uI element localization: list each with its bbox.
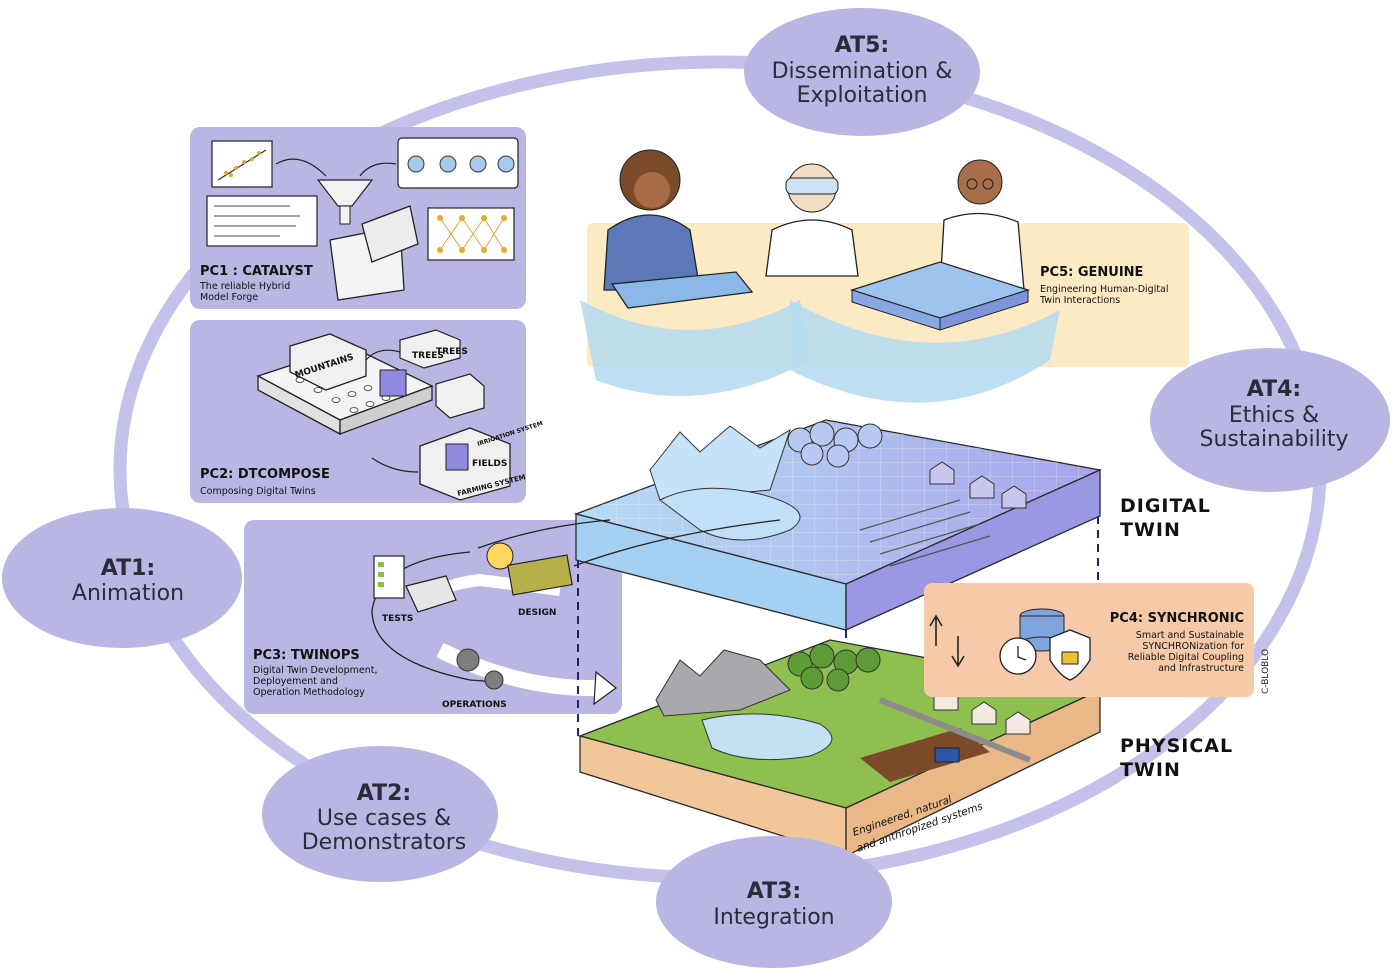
at5-line2: Exploitation (797, 83, 928, 108)
at4-line2: Sustainability (1200, 427, 1349, 452)
at5-bubble[interactable]: AT5: Dissemination & Exploitation (744, 8, 980, 136)
pc2-card[interactable]: MOUNTAINS TREES TREES FIELDS IRRIGATION … (190, 320, 544, 503)
at5-line1: Dissemination & (772, 59, 953, 84)
at4-bubble[interactable]: AT4: Ethics & Sustainability (1150, 348, 1390, 492)
at3-code: AT3: (747, 879, 801, 904)
pc5-desc-line1: Engineering Human-Digital (1040, 284, 1169, 295)
pc4-desc-line1: Smart and Sustainable (1136, 630, 1244, 641)
pc5-card[interactable]: PC5: GENUINE Engineering Human-Digital T… (580, 149, 1189, 403)
digital-twin-label-line2: TWIN (1120, 519, 1181, 541)
signature: C-BLOBLO (1261, 649, 1271, 694)
at2-line1: Use cases & (317, 806, 451, 831)
pc4-desc-line2: SYNCHRONization for (1142, 641, 1244, 652)
at2-bubble[interactable]: AT2: Use cases & Demonstrators (262, 746, 498, 882)
pc1-desc-line1: The reliable Hybrid (199, 281, 290, 292)
pc5-desc-line2: Twin Interactions (1039, 295, 1120, 306)
pc5-title: PC5: GENUINE (1040, 265, 1143, 280)
pc2-desc-line1: Composing Digital Twins (200, 486, 316, 497)
pc3-step-tests: TESTS (382, 614, 413, 624)
pc3-desc-line3: Operation Methodology (253, 687, 365, 698)
pc4-title: PC4: SYNCHRONIC (1110, 611, 1244, 626)
pc3-card[interactable]: TESTS DESIGN OPERATIONS PC3: TWINOPS Dig… (244, 520, 622, 714)
at5-code: AT5: (835, 33, 889, 58)
at1-line1: Animation (72, 581, 184, 606)
pc3-title: PC3: TWINOPS (253, 648, 360, 663)
at4-code: AT4: (1247, 377, 1301, 402)
digital-twin-label-line1: DIGITAL (1120, 495, 1211, 517)
pc4-card[interactable]: PC4: SYNCHRONIC Smart and Sustainable SY… (924, 583, 1254, 697)
at4-line1: Ethics & (1229, 403, 1319, 428)
at3-line1: Integration (713, 905, 834, 930)
pc3-desc-line1: Digital Twin Development, (253, 665, 377, 676)
physical-twin-label-line1: PHYSICAL (1120, 735, 1233, 757)
at1-code: AT1: (101, 556, 155, 581)
pc2-block-trees-a: TREES (412, 351, 444, 361)
physical-twin-label-line2: TWIN (1120, 759, 1181, 781)
pc2-block-trees-b: TREES (436, 347, 468, 357)
pc2-block-fields: FIELDS (472, 459, 507, 469)
pc4-desc-line4: and Infrastructure (1158, 663, 1244, 674)
pc3-step-operations: OPERATIONS (442, 700, 507, 710)
at3-bubble[interactable]: AT3: Integration (656, 836, 892, 968)
pc1-title: PC1 : CATALYST (200, 264, 313, 279)
pc2-title: PC2: DTCOMPOSE (200, 467, 330, 482)
pc3-desc-line2: Deployement and (253, 676, 338, 687)
pc1-card[interactable]: PC1 : CATALYST The reliable Hybrid Model… (190, 127, 526, 309)
pc4-desc-line3: Reliable Digital Coupling (1128, 652, 1244, 663)
pc1-desc-line2: Model Forge (200, 292, 258, 303)
at1-bubble[interactable]: AT1: Animation (2, 508, 242, 648)
digital-twin-model (573, 419, 1103, 632)
pc3-step-design: DESIGN (518, 608, 556, 618)
at2-code: AT2: (357, 781, 411, 806)
pc3-twin-arrows (477, 519, 781, 567)
at2-line2: Demonstrators (302, 830, 467, 855)
